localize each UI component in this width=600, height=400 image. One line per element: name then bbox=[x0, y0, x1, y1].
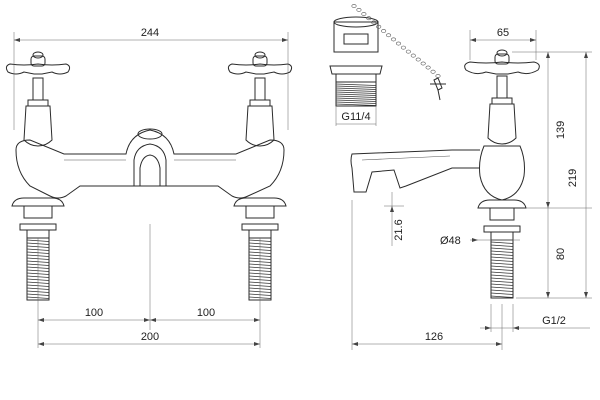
dim-spout-height: 21.6 bbox=[393, 219, 405, 240]
dim-body-dia: Ø48 bbox=[440, 235, 461, 247]
thread-line bbox=[490, 268, 514, 271]
thread-line bbox=[335, 89, 377, 92]
thread-line bbox=[335, 103, 377, 106]
bridge-body bbox=[15, 128, 285, 199]
chain-link bbox=[415, 57, 421, 62]
side-view bbox=[350, 49, 540, 299]
thread-line bbox=[490, 241, 514, 244]
thread-line bbox=[490, 280, 514, 283]
dim-overall-width: 244 bbox=[141, 27, 159, 39]
thread-line bbox=[335, 83, 377, 86]
dim-height-upper: 139 bbox=[555, 121, 567, 139]
chain-link bbox=[356, 8, 362, 12]
dim-waste-thread: G11/4 bbox=[341, 111, 370, 123]
chain-link bbox=[410, 53, 416, 58]
waste-assembly: G11/4 bbox=[329, 4, 446, 126]
thread-line bbox=[490, 295, 514, 298]
side-body bbox=[350, 145, 525, 201]
thread-line bbox=[490, 292, 514, 295]
chain-link bbox=[420, 61, 426, 66]
thread-line bbox=[335, 85, 377, 88]
thread-line bbox=[490, 259, 514, 262]
dim-shank-length: 80 bbox=[555, 248, 567, 260]
thread-line bbox=[335, 99, 377, 102]
dim-right-spacing: 100 bbox=[197, 307, 215, 319]
thread-line bbox=[335, 91, 377, 94]
thread-line bbox=[490, 283, 514, 286]
thread-line bbox=[335, 93, 377, 96]
thread-line bbox=[490, 256, 514, 259]
chain-link bbox=[376, 24, 382, 29]
chain-link bbox=[405, 49, 411, 54]
chain-link bbox=[425, 65, 431, 70]
thread-line bbox=[490, 244, 514, 247]
thread-line bbox=[335, 101, 377, 104]
thread-line bbox=[490, 250, 514, 253]
shank-threads bbox=[26, 239, 272, 299]
thread-line bbox=[490, 286, 514, 289]
chain-link bbox=[351, 4, 357, 8]
thread-line bbox=[490, 277, 514, 280]
thread-line bbox=[490, 262, 514, 265]
chain-link bbox=[400, 45, 406, 50]
chain-link bbox=[381, 29, 387, 33]
thread-line bbox=[490, 253, 514, 256]
dim-left-spacing: 100 bbox=[85, 307, 103, 319]
thread-line bbox=[335, 87, 377, 90]
right-cross-handle bbox=[227, 51, 293, 147]
dim-shank-thread: G1/2 bbox=[542, 315, 566, 327]
front-dimensions: 244 100 100 200 bbox=[13, 27, 289, 348]
front-view bbox=[5, 51, 293, 330]
chain-link bbox=[386, 33, 392, 38]
chain-link bbox=[435, 74, 441, 78]
thread-line bbox=[490, 265, 514, 268]
left-cross-handle bbox=[5, 51, 71, 147]
side-handle bbox=[464, 49, 540, 145]
side-shank-threads bbox=[490, 241, 514, 298]
thread-line bbox=[335, 95, 377, 98]
thread-line bbox=[335, 97, 377, 100]
chain-link bbox=[395, 41, 401, 46]
dim-head-depth: 65 bbox=[497, 27, 509, 39]
chain-link bbox=[371, 20, 377, 25]
plug-chain bbox=[351, 4, 441, 78]
thread-line bbox=[490, 289, 514, 292]
chain-link bbox=[366, 16, 372, 21]
dim-projection: 126 bbox=[425, 331, 443, 343]
chain-link bbox=[430, 69, 436, 74]
waste-threads bbox=[335, 83, 377, 106]
thread-line bbox=[490, 271, 514, 274]
dim-centres: 200 bbox=[141, 331, 159, 343]
thread-line bbox=[490, 274, 514, 277]
thread-line bbox=[490, 247, 514, 250]
side-dimensions: 65 139 219 80 21.6 Ø48 G1/2 12 bbox=[351, 27, 592, 350]
chain-link bbox=[391, 37, 397, 42]
chain-link bbox=[361, 12, 367, 16]
dim-height-total: 219 bbox=[567, 169, 579, 187]
